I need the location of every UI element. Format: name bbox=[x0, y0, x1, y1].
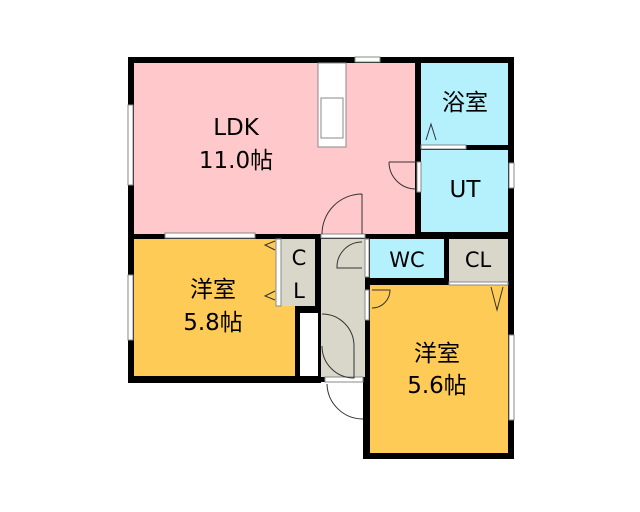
western-1-label: 洋室 bbox=[190, 277, 236, 303]
closet-2-label: CL bbox=[465, 248, 492, 272]
room-bath bbox=[421, 63, 508, 145]
door-swings bbox=[263, 122, 504, 420]
room-wc bbox=[370, 239, 444, 278]
bath-label: 浴室 bbox=[442, 90, 488, 116]
hallway bbox=[321, 239, 365, 377]
western-1-size: 5.8帖 bbox=[183, 310, 243, 336]
entrance bbox=[321, 382, 363, 459]
closet-1-label-bottom: L bbox=[293, 279, 305, 303]
wc-label: WC bbox=[389, 248, 424, 272]
closet-1 bbox=[281, 239, 315, 306]
kitchen-sink bbox=[320, 97, 344, 139]
room-ldk bbox=[134, 63, 415, 234]
hall-white-strip bbox=[300, 313, 318, 376]
room-western-2 bbox=[370, 285, 508, 453]
room-western-1-ext bbox=[134, 239, 295, 376]
western-2-size: 5.6帖 bbox=[407, 373, 467, 399]
room-utility bbox=[421, 150, 508, 232]
ldk-size: 11.0帖 bbox=[199, 148, 273, 174]
ldk-label: LDK bbox=[213, 115, 260, 141]
utility-label: UT bbox=[450, 177, 482, 203]
closet-1-label-top: C bbox=[292, 246, 307, 270]
closet-2 bbox=[449, 239, 508, 282]
western-2-label: 洋室 bbox=[414, 341, 460, 367]
